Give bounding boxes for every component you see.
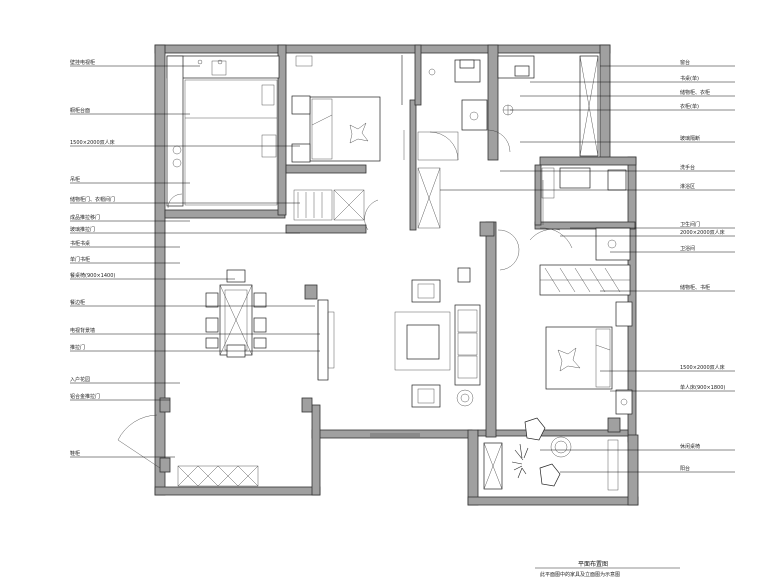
left-label: 橱柜台面 — [70, 107, 90, 114]
left-label: 电视背景墙 — [70, 327, 95, 334]
title-block: 平面布置图 此平面图中的家具及立面图为示意图 — [535, 560, 680, 578]
dining-area — [205, 269, 267, 358]
kitchen — [166, 55, 280, 209]
left-label: 书柜书桌 — [70, 240, 90, 247]
study-room — [497, 55, 599, 157]
bed-pillow-icon — [557, 347, 581, 372]
left-label: 吊柜 — [70, 176, 80, 183]
left-label: 储物柜门、衣帽间门 — [70, 196, 115, 203]
living-room — [317, 267, 481, 437]
right-label: 1500×2000双人床 — [680, 364, 725, 371]
round-table-icon — [550, 436, 572, 458]
leader-lines — [70, 65, 735, 473]
entry-area — [117, 414, 259, 487]
bathroom-2 — [539, 167, 631, 261]
right-label: 淋浴区 — [680, 183, 695, 190]
right-label: 单人床(900×1800) — [680, 384, 725, 391]
left-label: 推拉门 — [70, 344, 85, 351]
left-label: 鞋柜 — [70, 450, 80, 457]
right-label-column: 窗台 书桌(单) 储物柜、衣柜 衣柜(单) 玻璃隔断 洗手台 淋浴区 卫生间门 … — [680, 59, 725, 472]
right-label: 卫生间门 — [680, 221, 700, 228]
bathroom-1 — [417, 59, 511, 161]
drawing-title: 平面布置图 — [578, 560, 608, 568]
left-label-column: 壁挂电视柜 橱柜台面 1500×2000双人床 吊柜 储物柜门、衣帽间门 成品推… — [70, 59, 115, 457]
flower-pot-icon — [524, 417, 561, 487]
left-label: 餐边柜 — [70, 299, 85, 306]
floor-lamp-icon — [457, 267, 471, 283]
bedroom-2 — [539, 264, 633, 415]
left-label: 壁挂电视柜 — [70, 59, 95, 66]
right-label: 书桌(单) — [680, 75, 699, 82]
corridor — [417, 167, 561, 271]
right-label: 卫浴间 — [680, 245, 695, 252]
left-label: 铝合金推拉门 — [70, 393, 100, 400]
bed-pillow-icon — [349, 122, 369, 144]
right-label: 储物柜、书柜 — [680, 284, 710, 291]
side-lamp-icon — [456, 389, 474, 407]
right-label: 洗手台 — [680, 164, 695, 171]
right-label: 2000×2000双人床 — [680, 229, 725, 236]
left-label: 1500×2000双人床 — [70, 139, 115, 146]
left-label: 成品推拉移门 — [70, 214, 100, 221]
left-label: 餐桌椅(900×1400) — [70, 272, 115, 279]
bedroom-1 — [291, 55, 405, 231]
right-label: 休闲桌椅 — [680, 443, 700, 450]
right-label: 储物柜、衣柜 — [680, 89, 710, 96]
plant-icon — [511, 443, 529, 479]
right-label: 阳台 — [680, 465, 690, 472]
left-label: 单门书柜 — [70, 256, 90, 263]
left-label: 玻璃推拉门 — [70, 226, 95, 233]
right-label: 衣柜(单) — [680, 103, 699, 110]
left-label: 入户花园 — [70, 376, 90, 383]
right-label: 玻璃隔断 — [680, 135, 700, 142]
right-label: 窗台 — [680, 59, 690, 66]
balcony — [483, 417, 619, 491]
drawing-subtitle: 此平面图中的家具及立面图为示意图 — [540, 571, 620, 578]
